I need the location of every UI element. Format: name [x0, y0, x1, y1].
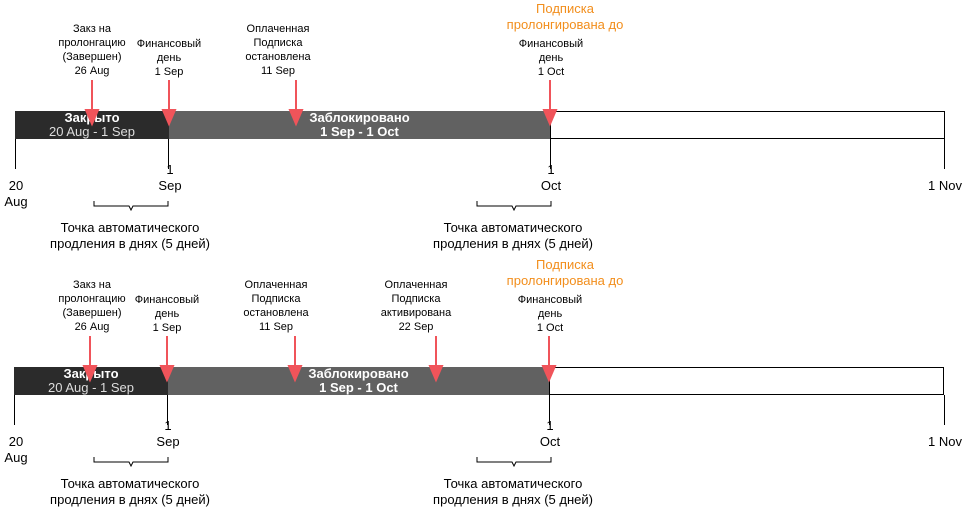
annotation-renewed-until: Подписка пролонгирована до — [506, 1, 624, 32]
arrow-paid-stopped — [287, 365, 303, 383]
event-arrows — [84, 80, 558, 127]
tick-aug-20 — [14, 395, 15, 425]
annotation-finance-day-oct: Финансовый день 1 Oct — [518, 38, 584, 78]
brace-label-oct: Точка автоматического продления в днях (… — [433, 476, 593, 507]
tick-label-nov-1: 1 Nov — [928, 178, 962, 193]
tick-label-oct-1: 1 Oct — [539, 418, 561, 449]
arrow-renewal-order — [82, 365, 98, 383]
annotation-finance-day-sep: Финансовый день 1 Sep — [134, 294, 200, 334]
tick-nov-1 — [944, 139, 945, 169]
annotation-paid-stopped: Оплаченная Подписка остановлена 11 Sep — [243, 279, 309, 333]
annotation-paid-activated: Оплаченная Подписка активирована 22 Sep — [380, 279, 452, 333]
arrow-finance-day-sep — [161, 109, 177, 127]
annotation-renewed-until: Подписка пролонгирована до — [506, 257, 624, 288]
arrow-renewal-order — [84, 109, 100, 127]
blocked-range: 1 Sep - 1 Oct — [320, 124, 399, 139]
annotation-finance-day-sep: Финансовый день 1 Sep — [136, 38, 202, 78]
blocked-title: Заблокировано — [309, 110, 410, 125]
tick-label-sep-1: 1 Sep — [156, 418, 180, 449]
tick-label-aug-20: 20 Aug — [4, 434, 28, 465]
arrow-paid-stopped — [288, 109, 304, 127]
arrow-finance-day-oct — [542, 109, 558, 127]
arrow-finance-day-sep — [159, 365, 175, 383]
closed-range: 20 Aug - 1 Sep — [48, 124, 135, 139]
annotation-paid-stopped: Оплаченная Подписка остановлена 11 Sep — [245, 23, 311, 77]
tick-sep-1 — [167, 395, 168, 425]
brace-label-sep: Точка автоматического продления в днях (… — [50, 476, 210, 507]
brace-oct — [476, 201, 552, 212]
arrow-paid-activated — [428, 365, 444, 383]
blocked-range: 1 Sep - 1 Oct — [319, 380, 398, 395]
tick-sep-1 — [168, 139, 169, 169]
brace-label-sep: Точка автоматического продления в днях (… — [50, 220, 210, 251]
blocked-period-bar: Заблокировано 1 Sep - 1 Oct — [169, 111, 550, 139]
brace-label-oct: Точка автоматического продления в днях (… — [433, 220, 593, 251]
future-period-bar — [550, 111, 945, 139]
brace-sep — [93, 457, 169, 468]
tick-label-nov-1: 1 Nov — [928, 434, 962, 449]
tick-oct-1 — [550, 139, 551, 169]
tick-oct-1 — [549, 395, 550, 425]
closed-period-bar: Закрыто 20 Aug - 1 Sep — [15, 111, 169, 139]
timeline-diagram-1: Закз на пролонгацию (Завершен) 26 Aug Фи… — [4, 1, 962, 251]
annotation-renewal-order: Закз на пролонгацию (Завершен) 26 Aug — [58, 23, 126, 77]
brace-sep — [93, 201, 169, 212]
annotation-finance-day-oct: Финансовый день 1 Oct — [517, 294, 583, 334]
brace-oct — [476, 457, 552, 468]
timeline-diagram-2: Закз на пролонгацию (Завершен) 26 Aug Фи… — [0, 256, 971, 515]
tick-aug-20 — [15, 139, 16, 169]
blocked-period-bar: Заблокировано 1 Sep - 1 Oct — [168, 367, 549, 395]
closed-range: 20 Aug - 1 Sep — [47, 380, 134, 395]
arrow-finance-day-oct — [541, 365, 557, 383]
blocked-title: Заблокировано — [308, 366, 409, 381]
tick-label-aug-20: 20 Aug — [4, 178, 28, 209]
tick-nov-1 — [944, 395, 945, 425]
event-arrows — [82, 336, 557, 383]
tick-label-sep-1: 1 Sep — [158, 162, 182, 193]
tick-label-oct-1: 1 Oct — [540, 162, 562, 193]
annotation-renewal-order: Закз на пролонгацию (Завершен) 26 Aug — [58, 279, 126, 333]
